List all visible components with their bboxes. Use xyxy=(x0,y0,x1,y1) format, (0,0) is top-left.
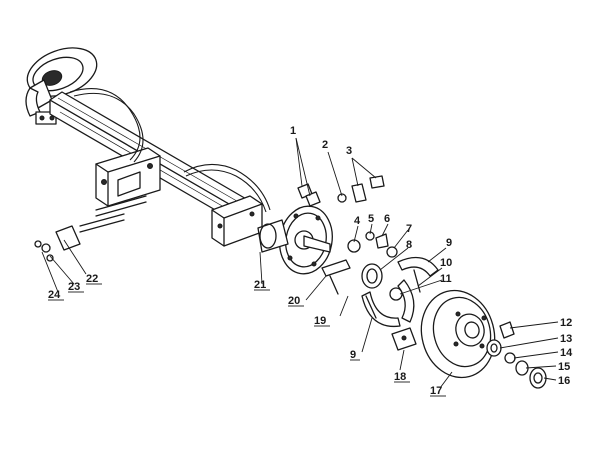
callout-9-upper: 9 xyxy=(446,237,452,249)
callout-23: 23 xyxy=(68,281,80,293)
callout-5: 5 xyxy=(368,213,374,225)
fasteners-group-1 xyxy=(297,175,385,207)
brake-backing-plate xyxy=(257,205,333,275)
leader-lines xyxy=(41,137,559,389)
callout-18: 18 xyxy=(394,371,406,383)
brake-drum xyxy=(420,289,496,379)
callout-10: 10 xyxy=(440,257,452,269)
callout-6: 6 xyxy=(384,213,390,225)
callout-7: 7 xyxy=(406,223,412,235)
callout-labels: 1 2 3 4 5 6 7 8 9 10 11 9 12 13 14 15 16… xyxy=(48,125,573,397)
hub-bearings xyxy=(486,321,547,389)
callout-24: 24 xyxy=(48,289,61,301)
callout-9-lower: 9 xyxy=(350,349,356,361)
callout-12: 12 xyxy=(560,317,572,329)
callout-13: 13 xyxy=(560,333,572,345)
callout-20: 20 xyxy=(288,295,300,307)
callout-19: 19 xyxy=(314,315,326,327)
callout-14: 14 xyxy=(560,347,573,359)
u-bolt-assembly xyxy=(34,195,147,262)
right-end-bracket xyxy=(211,195,263,247)
callout-16: 16 xyxy=(558,375,570,387)
callout-underlines xyxy=(48,283,446,397)
callout-17: 17 xyxy=(430,385,442,397)
adjuster-parts xyxy=(321,231,398,295)
callout-22: 22 xyxy=(86,273,98,285)
callout-1: 1 xyxy=(290,125,296,137)
adjuster-lever xyxy=(391,327,417,351)
brake-cables xyxy=(69,88,271,213)
callout-3: 3 xyxy=(346,145,352,157)
callout-15: 15 xyxy=(558,361,570,373)
callout-11: 11 xyxy=(440,273,452,285)
callout-4: 4 xyxy=(354,215,361,227)
center-spring-bracket xyxy=(95,147,161,207)
callout-2: 2 xyxy=(322,139,328,151)
callout-8: 8 xyxy=(406,239,412,251)
callout-21: 21 xyxy=(254,279,266,291)
